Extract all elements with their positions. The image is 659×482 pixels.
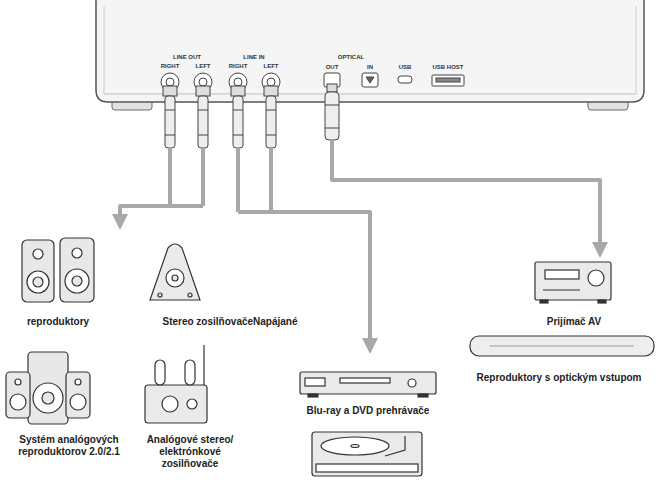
soundbar-icon [470,336,654,356]
turntable-icon [312,432,422,476]
device-label: reproduktory [8,316,108,328]
device-label: Blu-ray a DVD prehrávače [288,405,448,417]
port-label: OUT [320,64,344,71]
port-label: RIGHT [225,63,251,70]
port-label: LEFT [258,63,284,70]
port-label: IN [358,64,382,71]
port-label: LINE IN [234,54,274,61]
device-label: Analógové stereo/ elektrónkové zosilňova… [134,434,246,470]
port-label: OPTICAL [331,54,371,61]
device-label: Reproduktory s optickým vstupom [462,372,656,384]
bluray-player-icon [300,372,436,397]
device-label: Prijímač AV [524,316,624,328]
port-label: LINE OUT [167,54,207,61]
port-label: USB HOST [428,64,468,71]
device-body [96,0,644,110]
speaker-system-icon [6,352,90,424]
rca-jacks [161,73,280,91]
port-label: RIGHT [157,63,183,70]
signal-arrows [120,140,600,346]
port-label: LEFT [190,63,216,70]
av-receiver-icon [535,262,611,303]
amplifier-icon [150,244,200,300]
port-label: USB [393,64,417,71]
rca-plugs [163,84,339,148]
device-label: Stereo zosilňovačeNapájané [135,316,325,328]
device-label: Systém analógových reproduktorov 2.0/2.1 [3,434,135,458]
tube-amplifier-icon [145,345,207,423]
speakers-icon [22,238,94,302]
digital-ports [324,73,464,87]
